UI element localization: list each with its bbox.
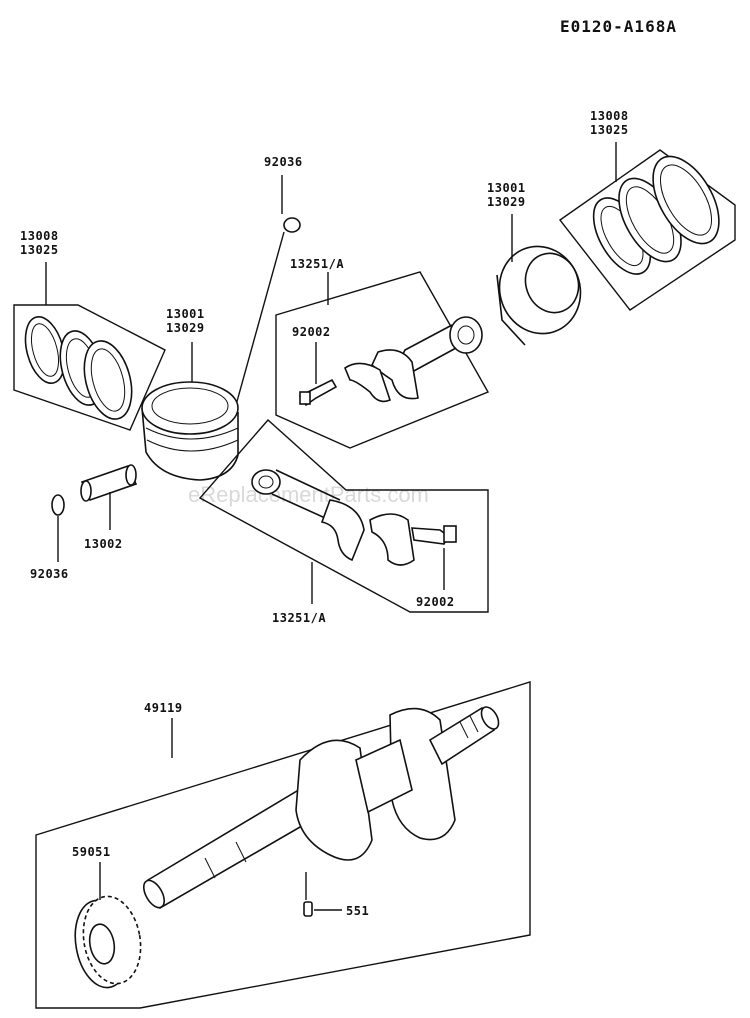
label-rings-right-b: 13025 (590, 123, 629, 137)
label-piston-right-b: 13029 (487, 195, 526, 209)
watermark: eReplacementParts.com (188, 482, 429, 507)
bolt-upper[interactable] (298, 378, 338, 407)
woodruff-key[interactable] (303, 901, 313, 917)
piston-left[interactable] (141, 381, 239, 481)
timing-gear[interactable] (69, 892, 147, 992)
bolt-lower[interactable] (411, 525, 457, 545)
label-key: 551 (346, 904, 369, 918)
conrod-upper-cap[interactable] (344, 362, 391, 403)
label-piston-right-a: 13001 (487, 181, 526, 195)
label-conrod-upper: 13251/A (290, 257, 344, 271)
snap-ring-top[interactable] (283, 217, 301, 233)
conrod-upper[interactable] (344, 316, 483, 403)
conrod-lower[interactable] (251, 469, 415, 566)
ring-right-3[interactable] (639, 145, 732, 254)
piston-rings-right-group[interactable] (558, 145, 736, 311)
label-piston-left-b: 13029 (166, 321, 205, 335)
piston-rings-left-group[interactable] (19, 312, 140, 424)
label-conrod-lower: 13251/A (272, 611, 326, 625)
label-bolt-upper: 92002 (292, 325, 331, 339)
crankshaft-frame (35, 681, 531, 1009)
ring-left-3[interactable] (76, 336, 139, 425)
conrod-lower-frame (198, 419, 489, 613)
conrod-lower-cap[interactable] (369, 513, 415, 566)
diagram-code: E0120-A168A (560, 17, 677, 36)
conrod-upper-frame (275, 271, 490, 449)
leader-snap-ring-top-to-piston (235, 231, 285, 406)
rings-left-frame (13, 304, 166, 431)
label-pin: 13002 (84, 537, 123, 551)
label-snap-ring-top: 92036 (264, 155, 303, 169)
snap-ring-left[interactable] (51, 494, 65, 516)
piston-right[interactable] (487, 235, 592, 346)
label-crankshaft: 49119 (144, 701, 183, 715)
crankshaft[interactable] (140, 704, 502, 911)
label-rings-left-b: 13025 (20, 243, 59, 257)
label-rings-right-a: 13008 (590, 109, 629, 123)
label-bolt-lower: 92002 (416, 595, 455, 609)
label-snap-ring-left: 92036 (30, 567, 69, 581)
label-rings-left-a: 13008 (20, 229, 59, 243)
piston-pin[interactable] (80, 464, 138, 502)
label-gear: 59051 (72, 845, 111, 859)
rings-right-frame (558, 149, 736, 311)
label-piston-left-a: 13001 (166, 307, 205, 321)
